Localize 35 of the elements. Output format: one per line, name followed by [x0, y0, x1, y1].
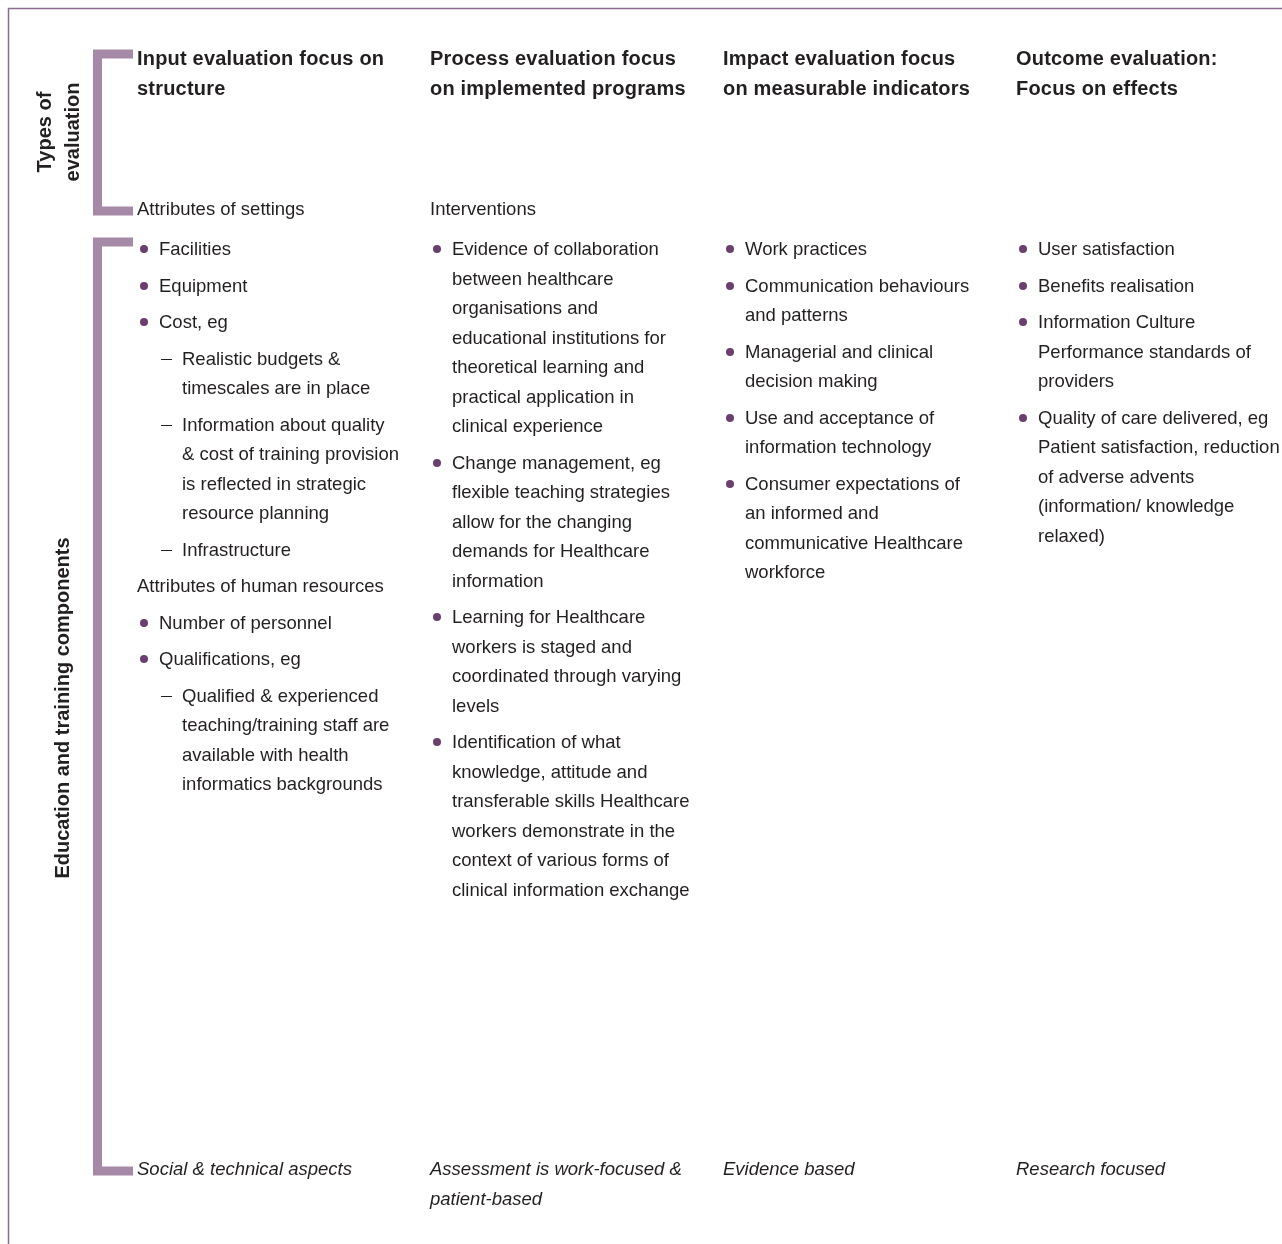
column-note: Assessment is work-focused & patient-based — [430, 1157, 683, 1211]
column-heading: Outcome evaluation: Focus on effects — [1016, 46, 1219, 101]
list-item: Benefits realisation — [1038, 274, 1195, 296]
column-note: Evidence based — [723, 1157, 856, 1181]
list-item: Facilities — [159, 238, 231, 259]
column-heading: Process evaluation focus on implemented programs — [430, 46, 687, 101]
column-heading: Input evaluation focus on structure — [137, 46, 386, 101]
row-heading: Interventions — [430, 197, 537, 221]
column-heading: Impact evaluation focus on measurable indicators — [723, 46, 972, 101]
row-heading: Attributes of human resources — [137, 575, 384, 596]
list-item: Evidence of collaboration between healthcare organisations and educational institutions for theoretical learning and practical application in clinical experience — [452, 238, 666, 436]
list-item: Learning for Healthcare workers is staged and coordinated through varying levels — [452, 606, 682, 716]
list-item: User satisfaction — [1038, 238, 1175, 259]
list-item: Use and acceptance of information technology — [745, 406, 935, 457]
list-item: Change management, eg flexible teaching strategies allow for the changing demands for Healthcare information — [452, 451, 671, 591]
column-note: Research focused — [1016, 1157, 1167, 1181]
list-item: Consumer expectations of an informed and communicative Healthcare workforce — [745, 472, 963, 582]
list-item: Communication behaviours and patterns — [745, 274, 970, 325]
list-item: Managerial and clinical decision making — [745, 340, 934, 391]
list-item: Work practices — [745, 238, 867, 259]
list-item: Information about quality & cost of training provision is reflected in strategic resource planning — [182, 413, 399, 523]
list-item: Cost, eg — [159, 311, 228, 332]
column-note: Social & technical aspects — [137, 1157, 353, 1181]
list-item: Information Culture Performance standards of providers — [1038, 311, 1251, 391]
list-item: Qualifications, eg — [159, 648, 301, 669]
list-item: Equipment — [159, 274, 248, 296]
axis-label: Education and training components — [50, 536, 74, 881]
list-item: Qualified & experienced teaching/training staff are available with health informatics backgrounds — [182, 684, 390, 794]
list-item: Quality of care delivered, eg Patient satisfaction, reduction of adverse advents (information/ knowledge relaxed) — [1038, 406, 1280, 546]
list-item: Infrastructure — [182, 538, 291, 560]
list-item: Realistic budgets & timescales are in place — [182, 347, 371, 398]
list-item: Number of personnel — [159, 611, 332, 633]
row-heading: Attributes of settings — [137, 197, 306, 221]
axis-label: Types of evaluation — [32, 81, 84, 184]
list-item: Identification of what knowledge, attitude and transferable skills Healthcare workers demonstrate in the context of various forms of clinical information exchange — [452, 731, 690, 900]
